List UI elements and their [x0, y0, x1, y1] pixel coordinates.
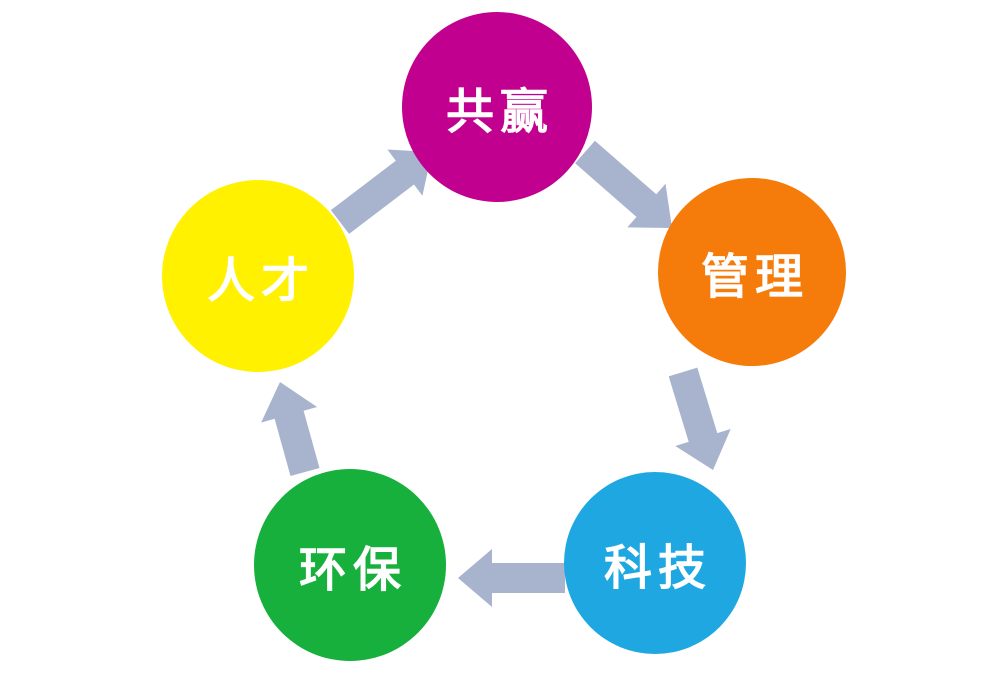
arrow-technology-to-environment-icon [458, 549, 565, 607]
node-talent-label: 人才 [206, 255, 315, 308]
node-win-win: 共赢 [402, 12, 592, 202]
node-technology: 科技 [564, 472, 746, 654]
arrow-management-to-technology-icon [668, 367, 731, 470]
node-technology-label: 科技 [603, 542, 712, 595]
arrow-environment-to-talent-icon [261, 382, 320, 476]
node-win-win-label: 共赢 [445, 86, 554, 139]
arrow-talent-to-winwin-icon [330, 149, 432, 234]
node-management: 管理 [658, 178, 846, 366]
arrow-winwin-to-management-icon [575, 140, 672, 228]
node-management-label: 管理 [700, 251, 809, 304]
node-talent: 人才 [162, 180, 354, 372]
node-environment: 环保 [254, 469, 446, 661]
node-environment-label: 环保 [298, 544, 407, 597]
